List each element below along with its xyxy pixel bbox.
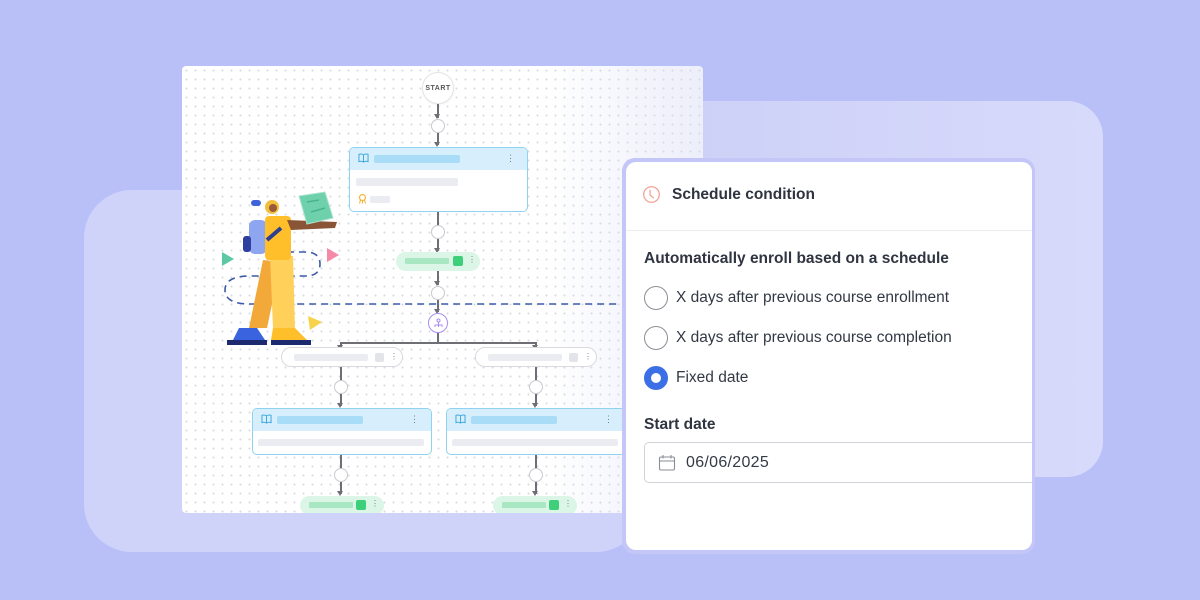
arrow-icon bbox=[434, 142, 440, 147]
branch-connector bbox=[340, 342, 536, 344]
connector bbox=[535, 367, 537, 381]
split-node[interactable] bbox=[428, 313, 448, 333]
radio-button[interactable] bbox=[644, 286, 668, 310]
text-placeholder bbox=[356, 178, 458, 186]
radio-option-fixed-date[interactable]: Fixed date bbox=[644, 366, 748, 390]
text-placeholder bbox=[452, 439, 618, 446]
add-step-node[interactable] bbox=[334, 468, 348, 482]
book-icon bbox=[358, 153, 369, 163]
connector bbox=[535, 482, 537, 494]
course-card-header: ⋮ bbox=[350, 148, 527, 170]
condition-status-icon bbox=[375, 353, 384, 362]
condition-pill[interactable]: ⋮ bbox=[281, 347, 403, 367]
condition-placeholder bbox=[405, 258, 449, 264]
add-step-node[interactable] bbox=[334, 380, 348, 394]
radio-label: X days after previous course enrollment bbox=[676, 289, 950, 306]
course-card[interactable]: ⋮ bbox=[252, 408, 432, 455]
connector bbox=[535, 455, 537, 469]
connector bbox=[437, 133, 439, 145]
radio-label: X days after previous course completion bbox=[676, 329, 952, 346]
arrow-icon bbox=[532, 491, 538, 496]
connector bbox=[437, 300, 439, 312]
triangle-decoration bbox=[222, 252, 234, 266]
condition-status-icon bbox=[453, 256, 463, 266]
arrow-icon bbox=[434, 248, 440, 253]
condition-placeholder bbox=[502, 502, 546, 508]
more-options-icon[interactable]: ⋮ bbox=[564, 499, 572, 508]
connector bbox=[535, 394, 537, 406]
section-label: Automatically enroll based on a schedule bbox=[644, 250, 949, 267]
connector bbox=[437, 104, 439, 118]
more-options-icon[interactable]: ⋮ bbox=[371, 499, 379, 508]
connector bbox=[340, 455, 342, 469]
condition-placeholder bbox=[294, 354, 368, 361]
course-title-placeholder bbox=[374, 155, 460, 163]
course-card-header: ⋮ bbox=[447, 409, 625, 431]
arrow-icon bbox=[337, 403, 343, 408]
condition-status-icon bbox=[356, 500, 366, 510]
radio-option-completion[interactable]: X days after previous course completion bbox=[644, 326, 952, 350]
arrow-icon bbox=[532, 403, 538, 408]
connector bbox=[437, 212, 439, 226]
triangle-decoration bbox=[308, 316, 322, 330]
text-placeholder bbox=[370, 196, 390, 203]
radio-option-enrollment[interactable]: X days after previous course enrollment bbox=[644, 286, 949, 310]
start-date-input[interactable]: 06/06/2025 bbox=[644, 442, 1032, 483]
certificate-icon bbox=[358, 194, 367, 204]
radio-label: Fixed date bbox=[676, 369, 749, 386]
connector bbox=[437, 239, 439, 251]
book-icon bbox=[455, 414, 466, 424]
condition-status-icon bbox=[569, 353, 578, 362]
add-step-node[interactable] bbox=[529, 380, 543, 394]
panel-title: Schedule condition bbox=[672, 186, 815, 203]
schedule-condition-panel: Schedule condition Automatically enroll … bbox=[626, 162, 1032, 550]
more-options-icon[interactable]: ⋮ bbox=[584, 352, 592, 361]
more-options-icon[interactable]: ⋮ bbox=[506, 153, 515, 163]
more-options-icon[interactable]: ⋮ bbox=[468, 255, 476, 264]
condition-placeholder bbox=[488, 354, 562, 361]
explorer-illustration bbox=[222, 191, 620, 345]
more-options-icon[interactable]: ⋮ bbox=[604, 414, 613, 424]
connector bbox=[437, 271, 439, 285]
connector bbox=[340, 367, 342, 381]
course-card[interactable]: ⋮ bbox=[446, 408, 626, 455]
calendar-icon bbox=[658, 455, 676, 471]
arrow-icon bbox=[434, 114, 440, 119]
course-card-header: ⋮ bbox=[253, 409, 431, 431]
start-date-value: 06/06/2025 bbox=[686, 454, 770, 471]
condition-pill[interactable]: ⋮ bbox=[396, 252, 480, 271]
connector bbox=[340, 394, 342, 406]
condition-status-icon bbox=[549, 500, 559, 510]
add-step-node[interactable] bbox=[431, 119, 445, 133]
start-label: START bbox=[425, 84, 451, 92]
condition-placeholder bbox=[309, 502, 353, 508]
text-placeholder bbox=[258, 439, 424, 446]
course-card[interactable]: ⋮ bbox=[349, 147, 528, 212]
clock-icon bbox=[643, 186, 660, 203]
start-date-label: Start date bbox=[644, 416, 716, 433]
add-step-node[interactable] bbox=[431, 286, 445, 300]
arrow-icon bbox=[337, 491, 343, 496]
condition-pill[interactable]: ⋮ bbox=[493, 496, 577, 513]
course-title-placeholder bbox=[277, 416, 363, 424]
connector bbox=[437, 333, 439, 342]
panel-header: Schedule condition bbox=[626, 162, 1032, 231]
arrow-icon bbox=[434, 281, 440, 286]
radio-button[interactable] bbox=[644, 326, 668, 350]
condition-pill[interactable]: ⋮ bbox=[300, 496, 384, 513]
start-node[interactable]: START bbox=[422, 72, 454, 104]
connector bbox=[340, 482, 342, 494]
arrow-icon bbox=[434, 309, 440, 314]
branch-icon bbox=[434, 318, 443, 327]
triangle-decoration bbox=[327, 248, 339, 262]
book-icon bbox=[261, 414, 272, 424]
course-title-placeholder bbox=[471, 416, 557, 424]
more-options-icon[interactable]: ⋮ bbox=[410, 414, 419, 424]
add-step-node[interactable] bbox=[431, 225, 445, 239]
condition-pill[interactable]: ⋮ bbox=[475, 347, 597, 367]
radio-button-selected[interactable] bbox=[644, 366, 668, 390]
more-options-icon[interactable]: ⋮ bbox=[390, 352, 398, 361]
add-step-node[interactable] bbox=[529, 468, 543, 482]
